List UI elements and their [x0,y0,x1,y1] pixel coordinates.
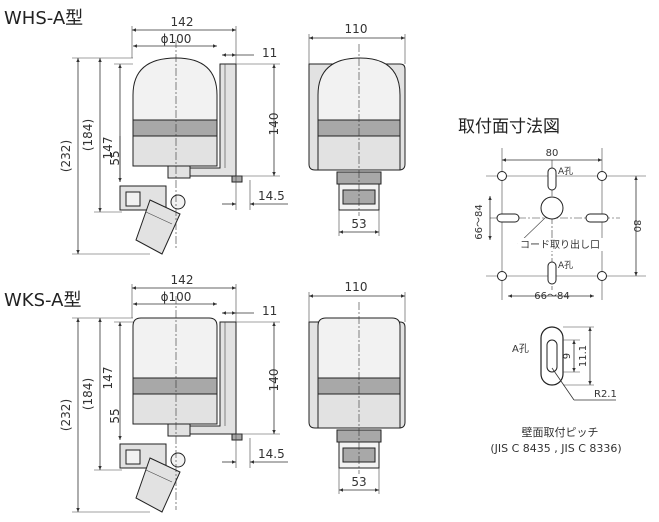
hole-dim-9: 9 [562,353,573,359]
bottom-h140-label: 140 [267,369,281,392]
top-h232-label: (232) [59,140,73,172]
bottom-offset-label: 14.5 [258,447,285,461]
top-h140-label: 140 [267,113,281,136]
top-dia-label: ϕ100 [161,32,192,46]
mount-range-v-label: 66～84 [474,204,485,239]
bottom-base-width-label: 53 [351,475,366,489]
bottom-front-view: 142 ϕ100 11 140 14.5 (232) (184) 147 55 [59,273,288,513]
top-offset-label: 14.5 [258,189,285,203]
bottom-h184-label: (184) [81,378,95,410]
hole-caption-2: (JIS C 8435 , JIS C 8336) [490,442,621,455]
mounting-title: 取付面寸法図 [458,117,560,137]
top-bracket-label: 11 [262,46,277,60]
hole-caption-1: 壁面取付ピッチ [522,425,599,439]
top-model-title: WHS-A型 [4,8,84,29]
hole-radius-label: R2.1 [594,389,617,400]
bottom-h147-label: 147 [101,367,115,390]
top-side-width-label: 110 [345,22,368,36]
mount-width-label: 80 [546,148,559,159]
bottom-bracket-label: 11 [262,304,277,318]
hole-detail: 9 11.1 R2.1 A孔 壁面取付ピッチ (JIS C 8435 , JIS… [490,326,622,455]
mounting-diagram: 80 80 66～84 66～84 A孔 A孔 コード取り出し口 [474,148,646,302]
top-front-view: 142 ϕ100 11 140 14.5 (232) (184) 147 55 [59,15,288,255]
mount-height-label: 80 [631,220,642,233]
bottom-side-view: 110 53 [308,280,406,494]
top-h55-label: 55 [108,150,122,165]
top-side-view: 110 53 [308,22,406,236]
top-base-width-label: 53 [351,217,366,231]
bottom-width-label: 142 [171,273,194,287]
hole-dim-11: 11.1 [578,345,589,367]
bottom-h232-label: (232) [59,399,73,431]
top-width-label: 142 [171,15,194,29]
mount-hole-label-top: A孔 [558,166,573,177]
hole-label: A孔 [512,343,529,355]
mount-range-h-label: 66～84 [534,291,569,302]
bottom-h55-label: 55 [108,408,122,423]
mount-cord-label: コード取り出し口 [520,238,600,251]
top-h147-label: 147 [101,137,115,160]
top-h184-label: (184) [81,119,95,151]
bottom-model-title: WKS-A型 [4,290,82,311]
mount-hole-label-bottom: A孔 [558,260,573,271]
bottom-dia-label: ϕ100 [161,290,192,304]
bottom-side-width-label: 110 [345,280,368,294]
